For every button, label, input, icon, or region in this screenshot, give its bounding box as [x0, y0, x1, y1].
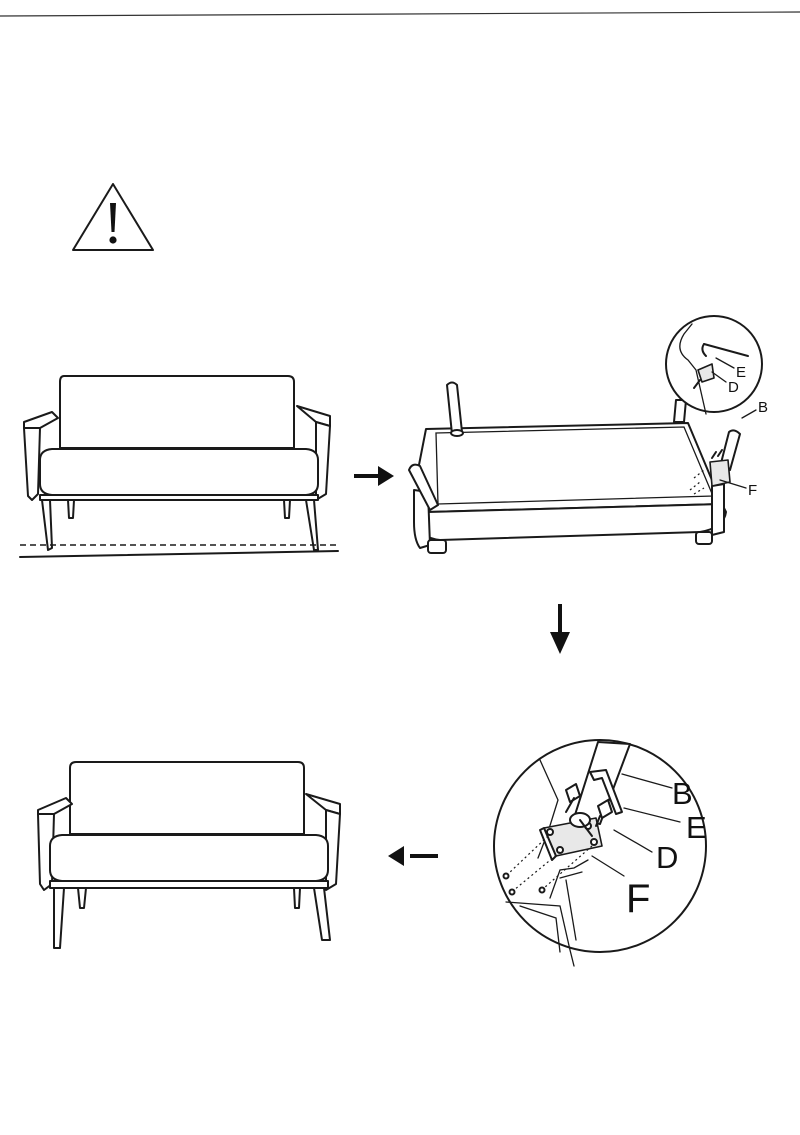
label-f-large: F	[626, 877, 650, 921]
label-b-large: B	[672, 776, 693, 811]
sofa-step2-underside	[408, 381, 741, 554]
detail-inset-small	[665, 315, 763, 415]
arrow-down-icon	[550, 604, 570, 654]
arrow-left-icon	[388, 846, 438, 866]
detail-part-labels: B E D F	[626, 776, 707, 921]
sofa-step1	[19, 375, 339, 558]
warning-triangle-icon	[72, 183, 154, 251]
label-d-small: D	[728, 379, 739, 396]
label-e-small: E	[736, 364, 746, 381]
arrow-right-icon	[354, 466, 394, 486]
sofa-step4-finished	[37, 761, 341, 949]
detail-inset-large	[493, 739, 707, 967]
label-d-large: D	[656, 840, 678, 875]
page-edge-line	[0, 11, 800, 17]
step2-part-labels: E D B F	[719, 364, 768, 499]
label-b-small: B	[758, 399, 768, 416]
label-f-small: F	[748, 482, 757, 499]
label-e-large: E	[686, 810, 707, 845]
